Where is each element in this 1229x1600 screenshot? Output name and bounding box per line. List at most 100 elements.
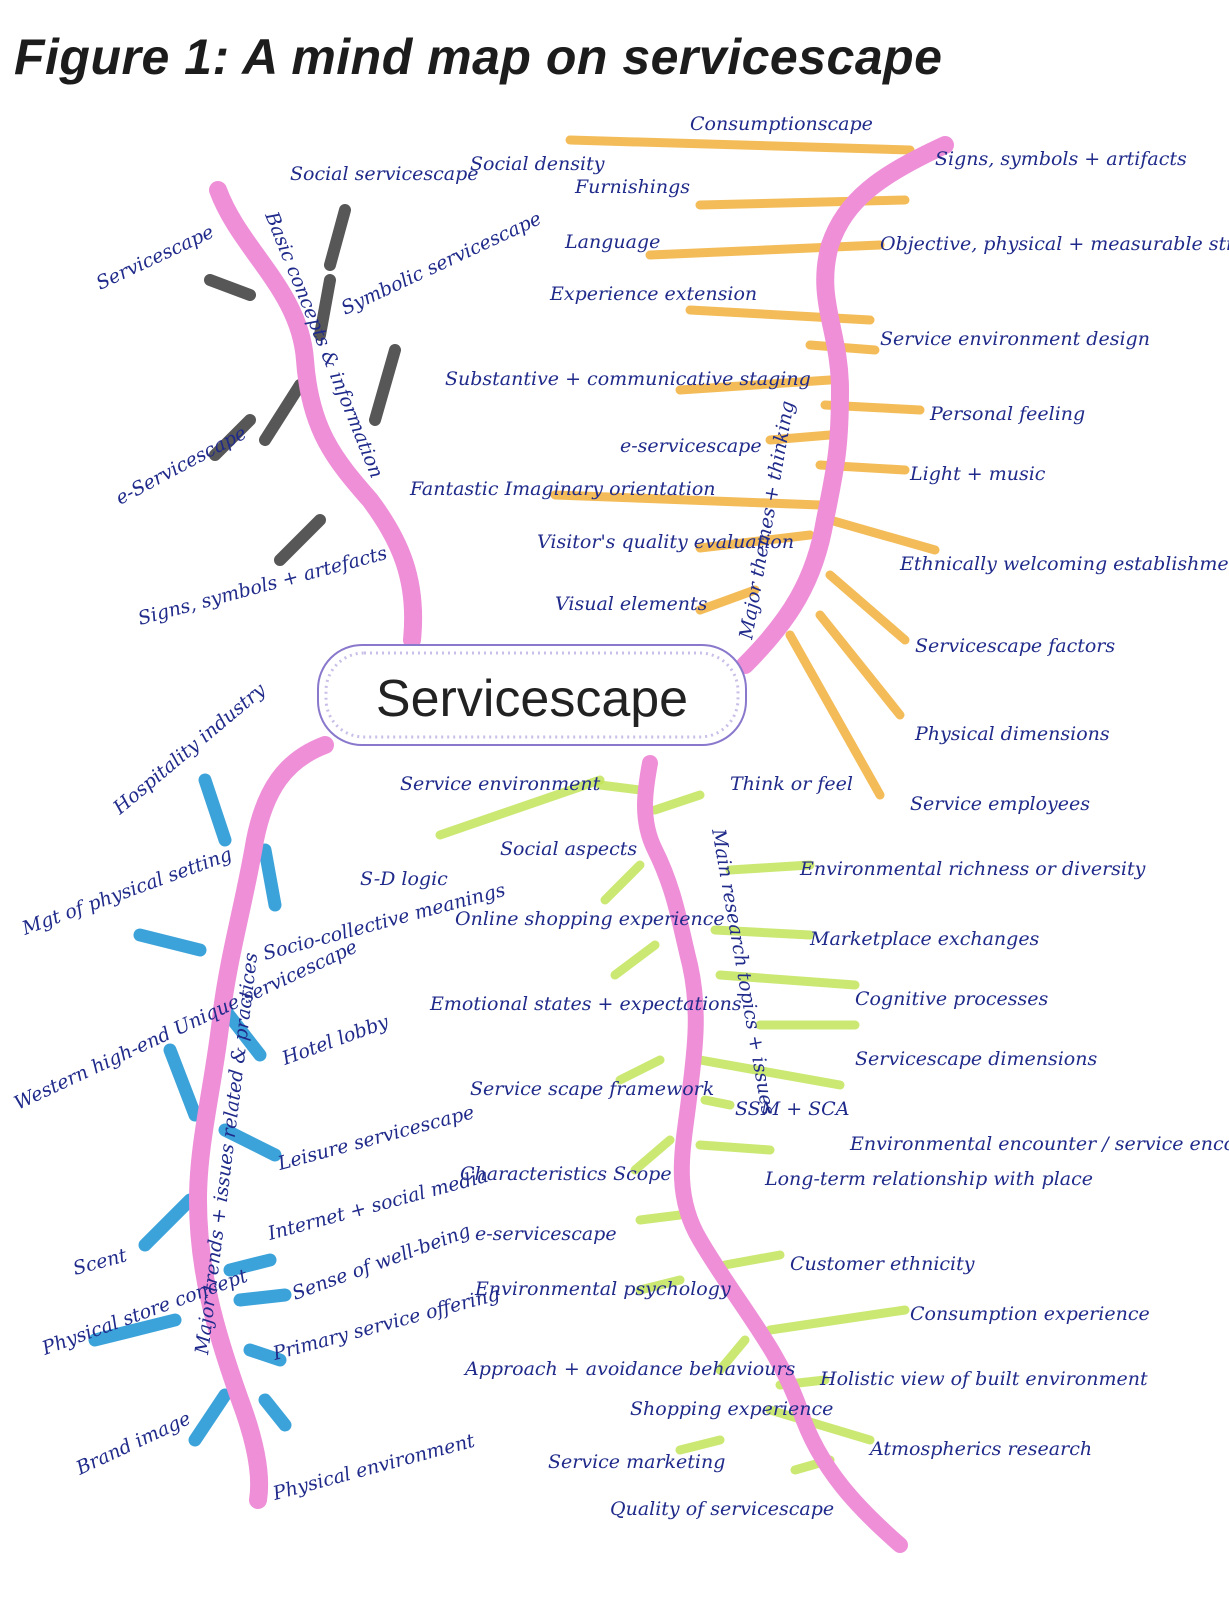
twig-3-0 (435, 775, 605, 840)
node-br-4: Environmental richness or diversity (799, 858, 1146, 880)
node-bl-4: Hotel lobby (278, 1011, 392, 1070)
node-tr-5: Objective, physical + measurable stimuli (880, 233, 1229, 255)
twig-1-1 (695, 195, 910, 210)
twig-3-22 (675, 1435, 725, 1455)
twig-2-1 (258, 843, 282, 912)
node-br-17: Environmental psychology (474, 1278, 731, 1300)
node-tr-9: Personal feeling (929, 403, 1085, 425)
twig-0-5 (209, 414, 256, 461)
node-bl-12: Physical environment (270, 1430, 478, 1505)
node-bl-6: Scent (71, 1244, 130, 1280)
node-br-12: Environmental encounter / service encoun… (849, 1133, 1229, 1155)
node-tr-2: Signs, symbols + artifacts (935, 148, 1187, 170)
node-br-8: Cognitive processes (855, 988, 1048, 1010)
branch-bottom-right (637, 755, 908, 1553)
node-tl-4: Signs, symbols + artefacts (136, 542, 390, 630)
twig-2-8 (233, 1288, 292, 1307)
node-br-14: Characteristics Scope (460, 1163, 672, 1185)
node-tr-11: Light + music (909, 463, 1046, 485)
twig-0-4 (259, 379, 306, 446)
node-tl-1: Servicescape (93, 221, 218, 295)
twig-3-13 (695, 1140, 775, 1155)
twig-2-3 (218, 1003, 267, 1062)
twig-1-14 (815, 610, 905, 720)
node-tr-15: Visual elements (555, 593, 708, 615)
node-tr-10: e-servicescape (620, 435, 762, 457)
node-br-24: Quality of servicescape (610, 1498, 834, 1520)
node-br-9: Servicescape dimensions (855, 1048, 1097, 1070)
branch-twigs (88, 135, 940, 1475)
node-br-18: Consumption experience (910, 1303, 1150, 1325)
twig-2-11 (188, 1388, 232, 1447)
twig-1-11 (825, 515, 940, 555)
twig-1-12 (695, 585, 760, 615)
twig-2-12 (258, 1393, 292, 1432)
node-tr-16: Servicescape factors (915, 635, 1115, 657)
node-br-11: SSM + SCA (735, 1098, 849, 1120)
node-tr-12: Fantastic Imaginary orientation (409, 478, 716, 500)
branch-bottom-left (188, 736, 334, 1509)
twig-2-4 (163, 1043, 202, 1122)
twig-3-7 (715, 970, 860, 990)
twig-3-17 (765, 1305, 910, 1335)
node-br-6: Marketplace exchanges (809, 928, 1040, 950)
twig-0-1 (204, 274, 256, 301)
node-br-1: Think or feel (730, 773, 853, 795)
twig-2-9 (88, 1313, 182, 1347)
twig-1-3 (685, 305, 875, 325)
node-br-21: Shopping experience (630, 1398, 833, 1420)
twig-2-10 (243, 1343, 287, 1367)
twig-1-8 (550, 490, 825, 510)
node-tl-3: e-Servicescape (112, 422, 250, 509)
node-br-23: Atmospherics research (868, 1438, 1092, 1460)
twig-2-7 (223, 1253, 277, 1277)
node-br-0: Service environment (400, 773, 601, 795)
node-br-10: Service scape framework (470, 1078, 714, 1100)
node-bl-1: Mgt of physical setting (18, 843, 235, 940)
center-oval (317, 644, 747, 746)
page-title: Figure 1: A mind map on servicescape (14, 29, 943, 85)
twig-0-3 (369, 344, 401, 426)
node-tr-4: Language (564, 231, 660, 253)
twig-3-20 (765, 1405, 875, 1445)
node-br-5: Online shopping experience (455, 908, 725, 930)
node-tr-6: Experience extension (549, 283, 757, 305)
twig-3-14 (635, 1210, 685, 1225)
twig-3-18 (715, 1335, 750, 1375)
twig-2-0 (198, 773, 232, 847)
twig-3-16 (635, 1275, 685, 1295)
twig-0-0 (324, 204, 351, 271)
twig-2-6 (138, 1193, 197, 1252)
main-branches (188, 136, 954, 1553)
node-bl-0: Hospitality industry (108, 679, 270, 820)
node-tr-17: Physical dimensions (914, 723, 1110, 745)
twig-1-4 (675, 375, 835, 395)
twig-3-5 (725, 860, 815, 875)
twig-1-10 (695, 530, 815, 553)
branch-top-right (736, 136, 954, 674)
twig-3-10 (615, 1055, 665, 1085)
node-br-20: Holistic view of built environment (819, 1368, 1148, 1390)
center-node: Servicescape (317, 644, 747, 746)
node-br-13: Long-term relationship with place (764, 1168, 1093, 1190)
node-br-15: e-servicescape (475, 1223, 617, 1245)
twig-3-2 (650, 790, 705, 815)
node-br-2: Social aspects (500, 838, 637, 860)
node-br-16: Customer ethnicity (790, 1253, 975, 1275)
node-br-19: Approach + avoidance behaviours (463, 1358, 796, 1380)
center-oval-shading (324, 651, 740, 739)
node-tr-8: Substantive + communicative staging (445, 368, 811, 390)
node-tr-3: Furnishings (574, 176, 690, 198)
branch-top-left (209, 181, 423, 649)
node-tr-0: Social density (470, 153, 605, 175)
twig-2-5 (218, 1123, 282, 1162)
twig-2-2 (133, 928, 207, 957)
node-br-3: S-D logic (360, 868, 448, 890)
node-tr-13: Ethnically welcoming establishment (899, 553, 1229, 575)
node-tr-18: Service employees (910, 793, 1090, 815)
node-tr-14: Visitor's quality evaluation (537, 531, 794, 553)
twig-3-3 (600, 860, 645, 905)
node-bl-11: Brand image (72, 1407, 194, 1480)
twig-3-6 (710, 925, 815, 940)
